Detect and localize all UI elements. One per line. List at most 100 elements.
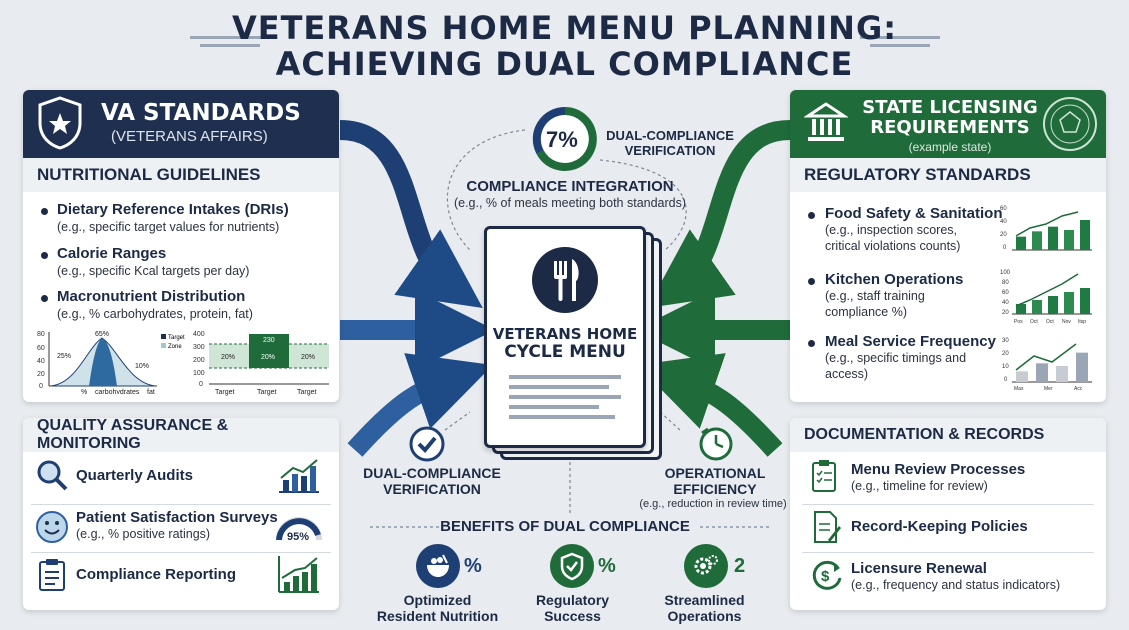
- arrow-st-3: [637, 353, 783, 457]
- x-label: Nov: [1062, 319, 1071, 325]
- benefit-mark: %: [598, 555, 616, 577]
- data-label: 20%: [301, 354, 315, 361]
- y-tick: 0: [39, 383, 43, 390]
- va-title: VA STANDARDS: [101, 100, 301, 126]
- chart-bar: [1032, 300, 1042, 314]
- arrow-va-3: [347, 353, 493, 457]
- data-label: 20%: [261, 354, 275, 361]
- title-deco-line: [200, 44, 260, 47]
- checklist-icon: [812, 460, 836, 492]
- x-label: %: [81, 389, 87, 394]
- item-title: Compliance Reporting: [76, 566, 237, 583]
- va-standards-card: VA STANDARDS (VETERANS AFFAIRS) NUTRITIO…: [23, 90, 339, 402]
- x-label: Oct: [1030, 319, 1038, 325]
- y-tick: 80: [1002, 280, 1009, 286]
- clipboard-icon: [39, 559, 65, 591]
- x-label: Target: [297, 389, 317, 396]
- title-deco-line: [870, 44, 930, 47]
- chart-bar: [1056, 366, 1068, 382]
- state-title-line-2: REQUIREMENTS: [870, 117, 1030, 138]
- benefit-line-2: Success: [544, 608, 601, 624]
- benefit-line-1: Streamlined: [664, 592, 745, 608]
- shield-star-icon: [38, 96, 82, 150]
- x-label: Itsp: [1078, 319, 1086, 325]
- benefit-mark: %: [464, 555, 482, 577]
- chart-bar: [1076, 352, 1088, 382]
- item-title: Record-Keeping Policies: [851, 518, 1028, 535]
- chart-bar: [1048, 296, 1058, 314]
- y-tick: 300: [193, 344, 205, 351]
- x-label: Acc: [1074, 386, 1083, 392]
- bullet: [808, 278, 815, 285]
- x-label: Oct: [1046, 319, 1054, 325]
- x-label: Mas: [1014, 386, 1024, 392]
- item-subtitle: (e.g., % carbohydrates, protein, fat): [57, 307, 253, 321]
- item-title: Calorie Ranges: [57, 245, 167, 262]
- item-subtitle: (e.g., timeline for review): [851, 479, 988, 493]
- svg-text:$: $: [821, 568, 830, 585]
- document-title: VETERANS HOME CYCLE MENU: [487, 325, 643, 361]
- item-subtitle: (e.g., specific target values for nutrie…: [57, 220, 280, 234]
- y-tick: 60: [37, 345, 45, 352]
- fork-knife-icon: [532, 247, 598, 313]
- y-tick: 20: [1002, 351, 1009, 357]
- bar-chart-icon: [279, 459, 319, 493]
- arrow-st-1: [647, 120, 791, 308]
- legend-label: Target: [168, 335, 185, 341]
- y-tick: 0: [199, 381, 203, 388]
- magnifier-icon: [37, 460, 68, 491]
- renewal-dollar-icon: $: [812, 560, 842, 590]
- x-label: Target: [257, 389, 277, 396]
- item-title: Dietary Reference Intakes (DRIs): [57, 201, 289, 218]
- data-label: 20%: [221, 354, 235, 361]
- y-tick: 0: [1004, 377, 1008, 383]
- compliance-percent-ring: 7%: [532, 106, 597, 171]
- y-tick: 20: [37, 371, 45, 378]
- shield-check-icon: [550, 544, 594, 588]
- y-tick: 20: [1002, 310, 1009, 316]
- doc-title-line-1: VETERANS HOME: [492, 325, 638, 343]
- x-label: Mer: [1044, 386, 1053, 392]
- nutrition-bowl-icon: [416, 544, 460, 588]
- y-tick: 0: [1003, 245, 1007, 251]
- operational-efficiency-label: OPERATIONAL EFFICIENCY: [640, 465, 790, 497]
- y-tick: 40: [1002, 300, 1009, 306]
- item-title: Patient Satisfaction Surveys: [76, 509, 278, 526]
- dcv-top-line-2: VERIFICATION: [624, 143, 716, 158]
- y-tick: 20: [1000, 232, 1007, 238]
- op-line-1: OPERATIONAL: [664, 465, 766, 481]
- arrow-va-1: [339, 120, 483, 308]
- data-label: 65%: [95, 331, 109, 338]
- x-label: Target: [215, 389, 235, 396]
- target-zone-chart: 400 300 200 100 0 230 20% 20% 20% Target…: [193, 331, 329, 396]
- state-title: STATE LICENSING REQUIREMENTS: [860, 98, 1040, 138]
- chart-bar: [1064, 230, 1074, 250]
- item-subtitle: (e.g., % positive ratings): [76, 527, 211, 541]
- checkmark-icon: [409, 426, 445, 462]
- item-subtitle: (e.g., specific timings and: [825, 351, 967, 365]
- item-subtitle: compliance %): [825, 305, 907, 319]
- chart-bar: [1032, 231, 1042, 250]
- y-tick: 60: [1002, 290, 1009, 296]
- title-line-2: ACHIEVING DUAL COMPLIANCE: [275, 45, 854, 83]
- item-title: Meal Service Frequency: [825, 333, 996, 350]
- chart-bar: [1064, 292, 1074, 314]
- data-label: 10%: [135, 363, 149, 370]
- benefit-mark: 2: [734, 555, 746, 577]
- x-label: carbohydrates: [95, 389, 140, 394]
- document-pen-icon: [814, 511, 841, 543]
- benefits-heading: BENEFITS OF DUAL COMPLIANCE: [440, 518, 690, 535]
- item-title: Menu Review Processes: [851, 461, 1026, 478]
- bullet: [41, 252, 48, 259]
- va-subtitle: (VETERANS AFFAIRS): [111, 128, 268, 145]
- item-title: Quarterly Audits: [76, 467, 193, 484]
- benefit-line-1: Optimized: [403, 592, 472, 608]
- gauge-value: 95%: [287, 531, 309, 543]
- bullet: [41, 208, 48, 215]
- data-label: 25%: [57, 353, 71, 360]
- y-tick: 100: [1000, 270, 1011, 276]
- growth-chart-icon: [278, 556, 319, 593]
- dcv-bottom-line-2: VERIFICATION: [383, 481, 481, 497]
- chart-bar: [1048, 226, 1058, 250]
